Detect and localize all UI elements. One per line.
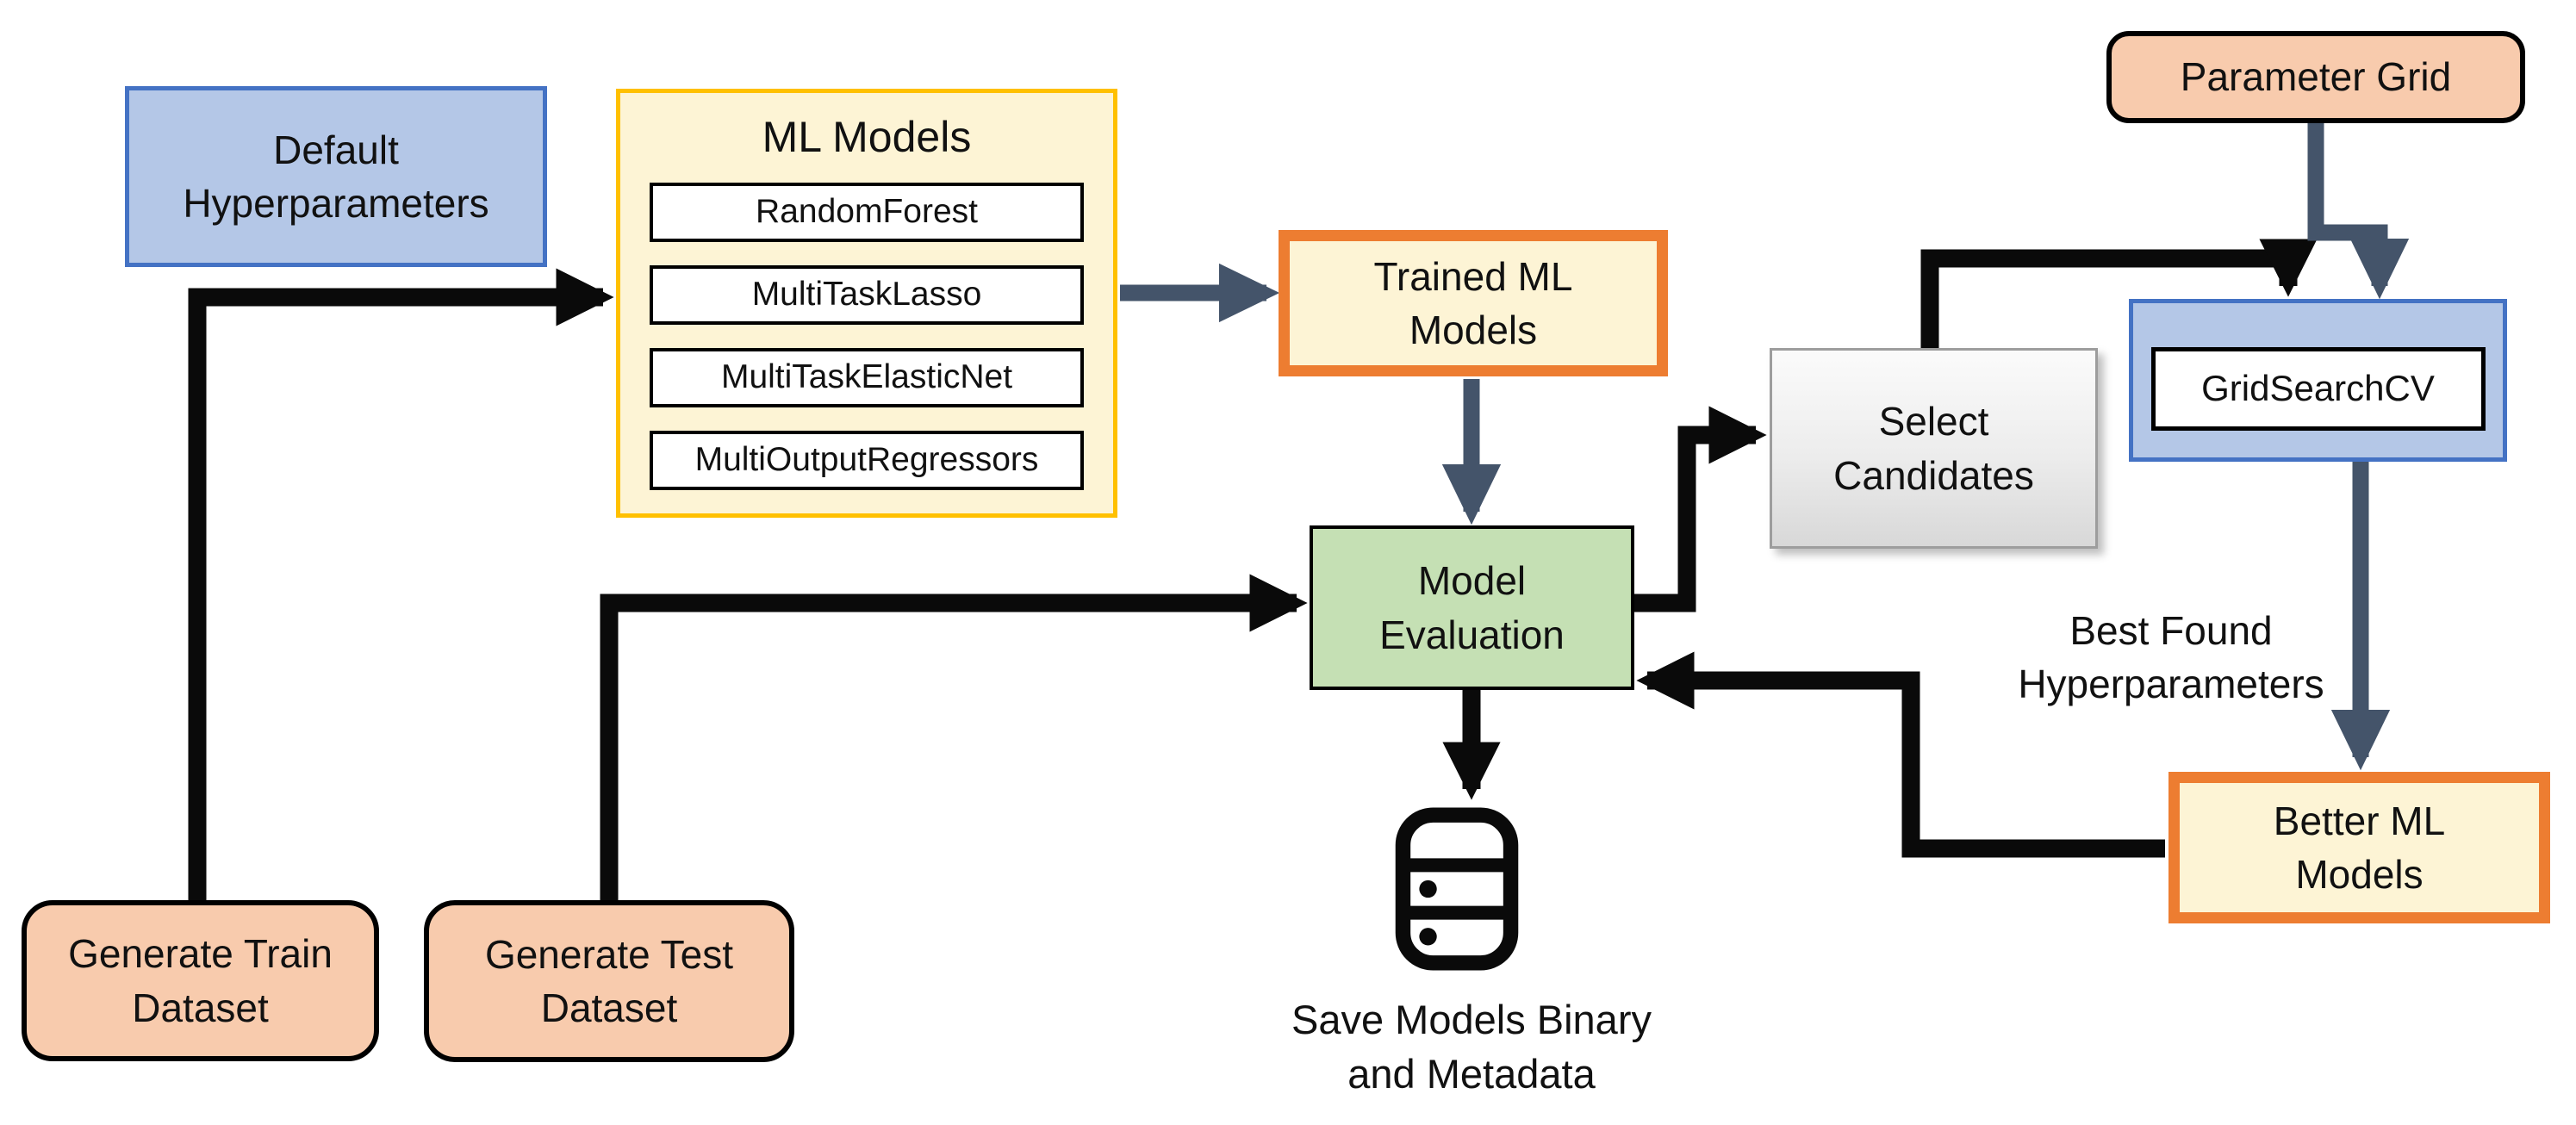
gridsearchcv-outer-box: GridSearchCV <box>2129 299 2507 462</box>
default-hyperparameters-box: Default Hyperparameters <box>125 86 547 267</box>
best-found-hyperparameters-label: Best Found Hyperparameters <box>2018 607 2324 706</box>
arrow-model-evaluation-to-select-candidates <box>1634 406 1767 612</box>
arrow-parameter-grid-to-gridsearchcv <box>2307 123 2410 300</box>
arrow-train-dataset-to-ml-models <box>188 268 614 900</box>
ml-model-item-randomforest: RandomForest <box>650 182 1084 242</box>
model-evaluation-box: Model Evaluation <box>1310 525 1634 690</box>
select-candidates-box: Select Candidates <box>1770 348 2098 549</box>
database-stack-icon <box>1395 807 1519 971</box>
better-ml-models-box: Better ML Models <box>2168 772 2550 923</box>
ml-model-item-multitaskelasticnet: MultiTaskElasticNet <box>650 347 1084 407</box>
parameter-grid-box: Parameter Grid <box>2106 31 2525 123</box>
trained-ml-models-box: Trained ML Models <box>1279 230 1668 376</box>
ml-models-box: ML Models RandomForest MultiTaskLasso Mu… <box>616 89 1117 518</box>
arrow-test-dataset-to-model-evaluation <box>600 574 1308 900</box>
ml-model-item-multioutputregressors: MultiOutputRegressors <box>650 430 1084 490</box>
generate-test-dataset-box: Generate Test Dataset <box>424 900 794 1062</box>
ml-models-title: ML Models <box>762 113 972 161</box>
ml-model-item-multitasklasso: MultiTaskLasso <box>650 264 1084 325</box>
save-models-caption: Save Models Binary and Metadata <box>1291 996 1652 1097</box>
generate-train-dataset-box: Generate Train Dataset <box>22 900 379 1061</box>
gridsearchcv-box: GridSearchCV <box>2150 347 2486 431</box>
